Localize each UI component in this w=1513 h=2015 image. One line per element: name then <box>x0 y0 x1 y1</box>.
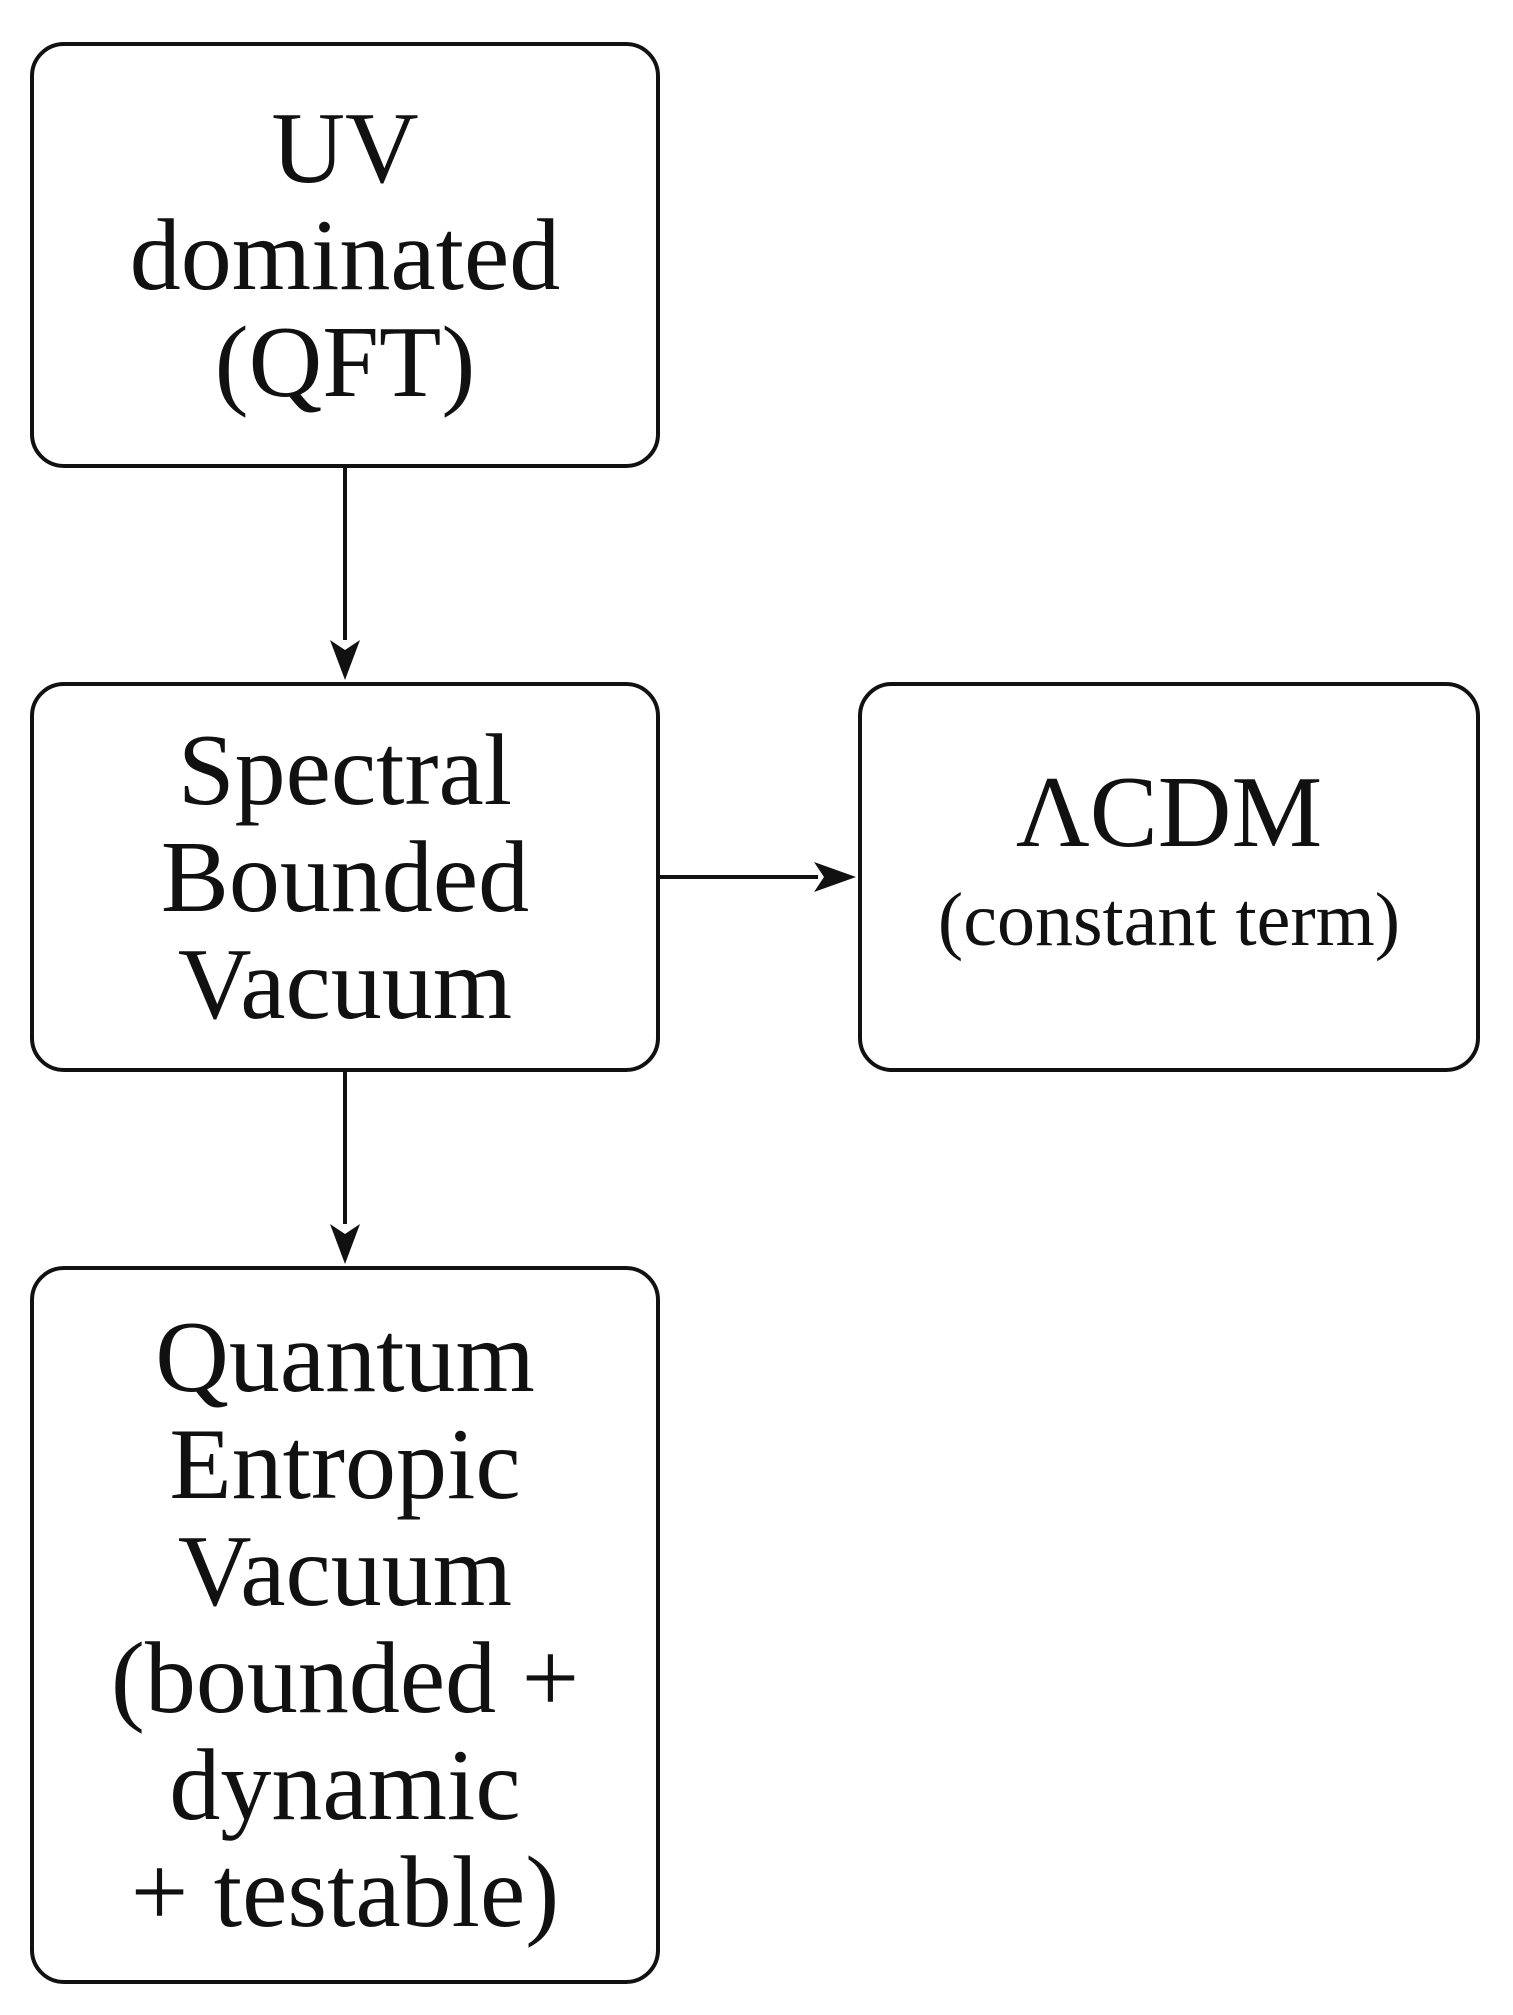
node-lcdm: ΛCDM (constant term) <box>858 682 1480 1072</box>
node-quantum-entropic-vacuum: Quantum Entropic Vacuum (bounded + dynam… <box>30 1266 660 1984</box>
node-lcdm-content: ΛCDM (constant term) <box>938 755 1400 970</box>
node-uv-line-3: (QFT) <box>214 305 476 419</box>
node-uv-line-1: UV <box>271 91 419 205</box>
node-qev-line-2: Entropic <box>169 1408 521 1521</box>
node-qev-line-6: + testable) <box>130 1836 560 1949</box>
arrow-spectral-to-lcdm <box>660 862 856 892</box>
node-spectral-line-3: Vacuum <box>177 927 513 1041</box>
arrow-spectral-to-qev <box>330 1072 360 1264</box>
node-qev-line-1: Quantum <box>155 1301 535 1414</box>
arrow-uv-to-spectral <box>330 468 360 680</box>
node-spectral-line-2: Bounded <box>160 820 530 934</box>
node-qev-line-5: dynamic <box>169 1729 521 1842</box>
node-qev-line-3: Vacuum <box>177 1515 513 1628</box>
node-uv-line-2: dominated <box>129 198 561 312</box>
node-spectral-bounded-vacuum: Spectral Bounded Vacuum <box>30 682 660 1072</box>
node-spectral-line-1: Spectral <box>177 713 513 827</box>
node-qev-line-4: (bounded + <box>110 1622 580 1735</box>
node-uv-dominated-qft: UV dominated (QFT) <box>30 42 660 468</box>
node-lcdm-title: ΛCDM <box>1015 755 1323 869</box>
node-lcdm-subtitle: (constant term) <box>937 877 1401 962</box>
